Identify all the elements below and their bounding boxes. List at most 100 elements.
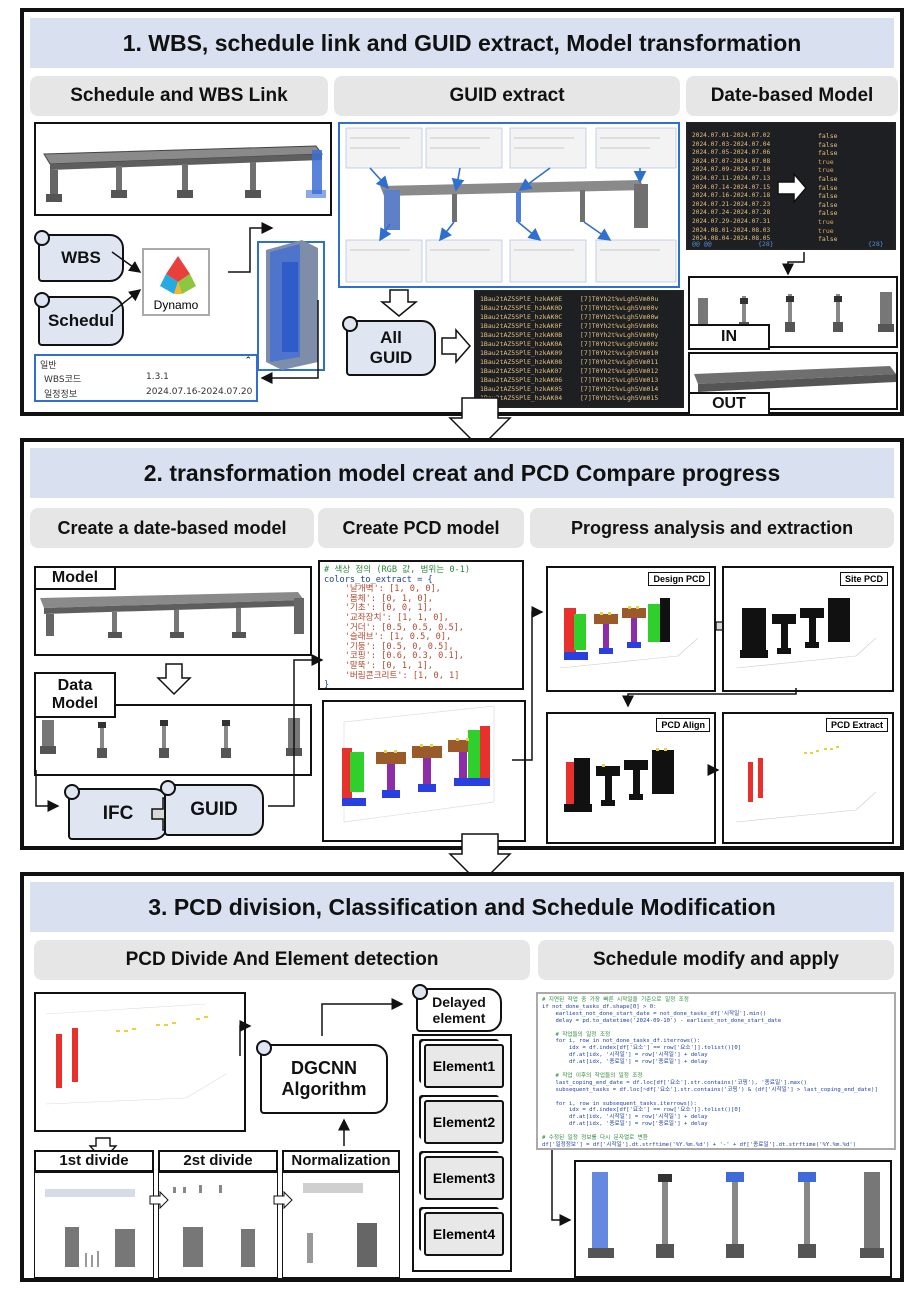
pcd-align-panel: PCD Align: [546, 712, 716, 844]
schedule-code-line: df.at[idx, '종료일'] = row['종료일'] + delay: [542, 1059, 708, 1066]
wbs-scroll: WBS: [34, 230, 124, 282]
schedule-code-line: df.at[idx, '시작일'] = row['시작일'] + delay: [542, 1052, 708, 1059]
bool-row: false: [818, 192, 838, 201]
guid-row-value: [7]T0Yh2t%vLgh5Vm00w: [580, 313, 659, 321]
bridge-model-image: [34, 122, 332, 216]
code-line: '기초': [0, 0, 1],: [324, 603, 433, 614]
guid-row: 1Bau2tAZ5SPlE_hzkAK0E: [480, 295, 563, 303]
property-val-wbs: 1.3.1: [146, 372, 169, 382]
guid-row: 1Bau2tAZ5SPlE_hzkAK05: [480, 385, 563, 393]
divide-2-image: [158, 1172, 278, 1278]
guid-row: 1Bau2tAZ5SPlE_hzkAK07: [480, 367, 563, 375]
data-model-image: [34, 704, 312, 776]
model-label: Model: [34, 566, 116, 590]
guid-row: 1Bau2tAZ5SPlE_hzkAK04: [480, 394, 563, 402]
code-line: '말뚝': [0, 1, 1],: [324, 661, 433, 671]
date-row: 2024.08.01-2024.08.03: [692, 226, 771, 234]
schedule-code-line: last_coping_end_date = df.loc[df['요소'].s…: [542, 1079, 808, 1086]
guid-row-value: [7]T0Yh2t%vLgh5Vm014: [580, 385, 659, 393]
delayed-element-scroll: Delayed element: [412, 984, 502, 1032]
subtitle-schedule-modify: Schedule modify and apply: [538, 940, 894, 980]
guid-row-value: [7]T0Yh2t%vLgh5Vm00u: [580, 295, 659, 303]
guid-row: 1Bau2tAZ5SPlE_hzkAK0C: [480, 313, 563, 321]
arrow-date-right: [777, 171, 807, 276]
code-line: '교좌장치': [1, 1, 0],: [324, 613, 449, 623]
subtitle-create-pcd: Create PCD model: [318, 508, 524, 548]
schedule-connector: [551, 1150, 572, 1226]
code-line: '날개벽': [1, 0, 0],: [324, 584, 441, 595]
first-divide-label: 1st divide: [34, 1150, 154, 1172]
guid-row-value: [7]T0Yh2t%vLgh5Vm00v: [580, 304, 659, 312]
guid-row: 1Bau2tAZ5SPlE_hzkAK0F: [480, 322, 563, 330]
schedule-code-line: idx = df.index[df['요소'] == row['요소']].to…: [542, 1045, 742, 1052]
date-row: 2024.07.24-2024.07.28: [692, 209, 771, 217]
pcd-model-image: [322, 700, 526, 842]
code-line: '버림콘크리트': [1, 0, 1]: [324, 670, 460, 681]
element-item: Element4: [424, 1212, 504, 1256]
arrow-guid-down: [379, 289, 419, 317]
guid-row-value: [7]T0Yh2t%vLgh5Vm012: [580, 367, 659, 375]
subtitle-pcd-divide: PCD Divide And Element detection: [34, 940, 530, 980]
code-line: '기둥': [0.5, 0, 0.5],: [324, 641, 454, 652]
dgcnn-connectors: [239, 998, 404, 1146]
date-row: 2024.08.04-2024.08.05: [692, 235, 771, 243]
all-guid-scroll: All GUID: [342, 316, 436, 376]
date-row: 2024.07.29-2024.07.31: [692, 218, 771, 225]
schedule-code-line: df.at[idx, '종료일'] = row['종료일'] + delay: [542, 1121, 708, 1128]
subtitle-progress-analysis: Progress analysis and extraction: [530, 508, 894, 548]
guid-row: 1Bau2tAZ5SPlE_hzkAK09: [480, 349, 563, 357]
design-pcd-label: Design PCD: [648, 572, 710, 586]
property-key-schedule: 일정정보: [44, 390, 78, 400]
date-row: 2024.07.05-2024.07.06: [692, 149, 771, 157]
bool-row: true: [818, 218, 834, 226]
schedule-code-line: # 작업들의 일정 조정: [542, 1031, 611, 1038]
bool-row: false: [818, 140, 838, 149]
extracted-pcd-image: [34, 992, 246, 1132]
schedule-code-line: # 수정된 일정 정보를 다시 문자열로 변환: [542, 1135, 648, 1141]
date-row: 2024.07.07-2024.07.08: [692, 157, 771, 165]
date-list-footer: {28}: [868, 240, 884, 248]
schedule-code-line: for i, row in subsequent_tasks.iterrows(…: [542, 1100, 697, 1107]
arrow-model-down: [156, 663, 192, 696]
section-1: 1. WBS, schedule link and GUID extract, …: [20, 8, 904, 416]
schedule-code-line: df['일정정보'] = df['시작일'].dt.strftime('%Y.%…: [542, 1141, 857, 1148]
date-row: 2024.07.01-2024.07.02: [692, 132, 771, 139]
guid-extract-image: [338, 122, 680, 288]
schedule-code-line: delay = pd.to_datetime('2024-09-10') - e…: [542, 1017, 782, 1024]
date-row: 2024.07.11-2024.07.13: [692, 175, 771, 182]
schedule-code-line: df.at[idx, '시작일'] = row['시작일'] + delay: [542, 1114, 708, 1121]
schedule-code-line: earliest_not_done_start_date = not_done_…: [542, 1010, 767, 1017]
dynamo-node: Dynamo: [142, 248, 210, 316]
date-row: 2024.07.14-2024.07.15: [692, 183, 771, 191]
bool-row: false: [818, 175, 838, 183]
abutment-3d-image: [230, 222, 332, 374]
guid-row-value: [7]T0Yh2t%vLgh5Vm011: [580, 358, 659, 366]
out-label: OUT: [688, 392, 770, 416]
date-list-footer: {28}: [758, 240, 774, 248]
guid-row-value: [7]T0Yh2t%vLgh5Vm00y: [580, 331, 659, 339]
guid-row: 1Bau2tAZ5SPlE_hzkAK06: [480, 376, 563, 384]
property-val-schedule: 2024.07.16-2024.07.20: [146, 387, 253, 397]
divide-1-image: [34, 1172, 154, 1278]
guid-row: 1Bau2tAZ5SPlE_hzkAK0D: [480, 304, 563, 312]
code-line: colors_to_extract = {: [324, 574, 433, 585]
section-3: 3. PCD division, Classification and Sche…: [20, 872, 904, 1282]
element-item: Element2: [424, 1100, 504, 1144]
code-line: # 색상 정의 (RGB 값, 범위는 0-1): [324, 565, 471, 575]
guid-list-panel: 1Bau2tAZ5SPlE_hzkAK0E [7]T0Yh2t%vLgh5Vm00…: [474, 290, 684, 408]
divide-arrows: [149, 1190, 293, 1210]
schedul-scroll: Schedul: [34, 292, 124, 346]
data-model-label: Data Model: [34, 672, 116, 718]
date-row: 2024.07.16-2024.07.18: [692, 192, 771, 200]
schedule-code-line: if not_done_tasks_df.shape[0] > 0:: [542, 1003, 657, 1010]
arrow-guid-right: [441, 328, 471, 364]
schedule-code-line: for i, row in not_done_tasks_df.iterrows…: [542, 1038, 701, 1045]
bool-row: false: [818, 132, 838, 140]
guid-scroll: GUID: [160, 780, 264, 836]
schedule-code-line: idx = df.index[df['요소'] == row['요소']].to…: [542, 1107, 742, 1114]
collapse-icon[interactable]: ⌃: [244, 356, 252, 366]
schedule-code-line: subsequent_tasks = df.loc[~df['요소'].str.…: [542, 1086, 878, 1093]
bool-row: false: [818, 235, 838, 244]
color-code-box: # 색상 정의 (RGB 값, 범위는 0-1)colors_to_extrac…: [318, 560, 524, 690]
